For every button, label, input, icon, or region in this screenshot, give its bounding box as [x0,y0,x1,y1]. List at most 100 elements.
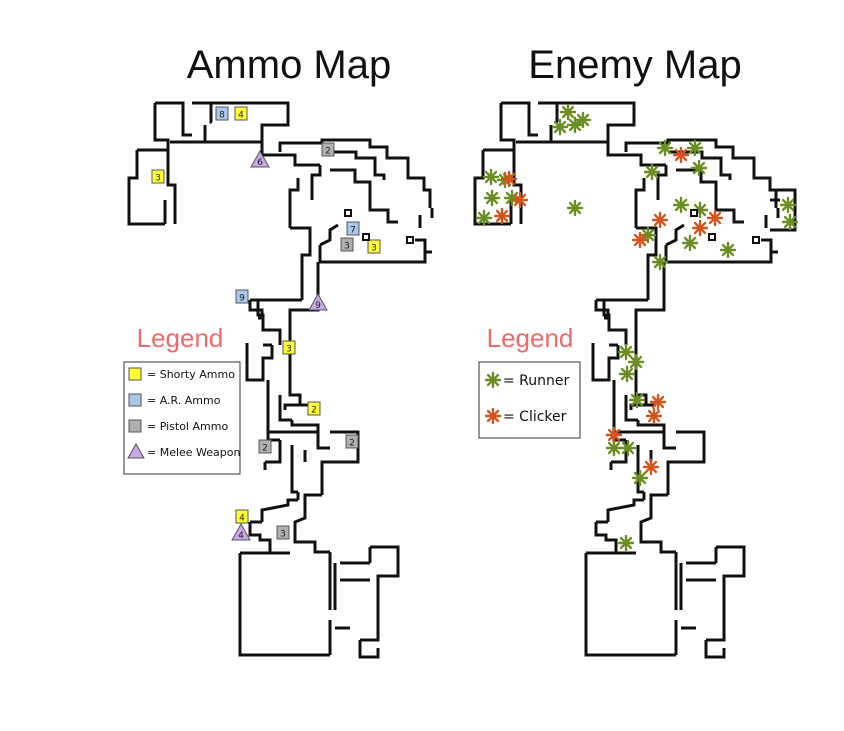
runner-marker [628,391,646,409]
runner-marker [618,365,636,383]
ammo-legend-entry: = Shorty Ammo [128,367,235,381]
runner-marker [559,103,577,121]
shorty-ammo-marker: 4 [235,509,249,524]
runner-marker [627,353,645,371]
ammo-legend-box [123,361,241,475]
svg-text:9: 9 [315,301,321,311]
runner-marker [779,196,797,214]
ammo-legend-label: = Shorty Ammo [147,368,235,381]
shorty-ammo-marker: 4 [234,106,248,121]
runner-marker [672,196,690,214]
ammo-square-icon [128,419,142,433]
clicker-marker [706,209,724,227]
pistol-ammo-marker: 3 [340,237,354,252]
runner-marker [631,469,649,487]
runner-marker [483,189,501,207]
svg-text:3: 3 [344,242,350,252]
svg-text:6: 6 [257,158,263,168]
enemy-floorplan-walls [473,101,780,659]
melee-ammo-marker: 9 [308,292,328,311]
svg-text:2: 2 [349,439,355,449]
runner-marker [566,116,584,134]
svg-text:4: 4 [238,111,244,121]
runner-icon [484,371,502,389]
door-marker [406,236,414,244]
runner-marker [482,168,500,186]
svg-text:3: 3 [155,174,161,184]
shorty-ammo-marker: 3 [282,340,296,355]
pistol-ammo-marker: 2 [321,142,335,157]
clicker-marker [672,146,690,164]
melee-ammo-marker: 4 [231,522,251,541]
clicker-marker [642,458,660,476]
runner-marker [551,118,569,136]
enemy-legend-entry: = Clicker [484,407,567,425]
runner-marker [719,241,737,259]
runner-marker [651,253,669,271]
svg-text:3: 3 [371,244,377,254]
pistol-ammo-marker: 2 [345,434,359,449]
door-marker [708,233,716,241]
runner-marker [681,234,699,252]
melee-weapon-icon [127,442,145,459]
ammo-square-icon [128,367,142,381]
clicker-marker [645,407,663,425]
svg-text:2: 2 [311,406,317,416]
shorty-ammo-marker: 3 [151,169,165,184]
enemy-legend-box [478,361,581,439]
pistol-ammo-marker: 3 [276,525,290,540]
ammo-legend-title: Legend [137,323,224,353]
runner-marker [617,343,635,361]
ar-ammo-marker: 9 [235,289,249,304]
door-marker [690,209,698,217]
shorty-ammo-marker: 2 [307,401,321,416]
svg-text:2: 2 [325,147,331,157]
ar-ammo-marker: 8 [215,106,229,121]
enemy-legend-entry: = Runner [484,371,570,389]
svg-text:4: 4 [239,514,245,524]
runner-marker [643,163,661,181]
clicker-marker [493,207,511,225]
clicker-marker [691,219,709,237]
clicker-marker [605,426,623,444]
enemy-legend-title: Legend [487,323,574,353]
runner-marker [690,159,708,177]
runner-marker [656,139,674,157]
runner-marker [686,139,704,157]
svg-text:7: 7 [350,226,356,236]
enemy-map-title: Enemy Map [528,43,741,87]
ammo-map-title: Ammo Map [187,43,392,87]
ammo-square-icon [128,393,142,407]
enemy-legend-label: = Clicker [503,409,567,425]
clicker-marker [649,393,667,411]
runner-marker [475,209,493,227]
runner-marker [781,213,799,231]
runner-marker [566,199,584,217]
door-marker [362,233,370,241]
ammo-legend-entry: = Pistol Ammo [128,419,228,433]
svg-text:3: 3 [280,530,286,540]
runner-marker [605,439,623,457]
enemy-markers [475,103,799,552]
ammo-legend-entry: = A.R. Ammo [128,393,221,407]
ar-ammo-marker: 7 [346,221,360,236]
door-marker [752,236,760,244]
runner-marker [574,111,592,129]
svg-text:2: 2 [262,444,268,454]
ammo-legend-label: = A.R. Ammo [147,394,221,407]
runner-marker [617,534,635,552]
clicker-marker [511,191,529,209]
clicker-marker [631,231,649,249]
ammo-legend-entry: = Melee Weapon [127,442,241,459]
melee-ammo-marker: 6 [250,149,270,168]
runner-marker [619,439,637,457]
enemy-map-floorplan [473,101,797,659]
svg-text:8: 8 [219,111,225,121]
svg-text:3: 3 [286,345,292,355]
ammo-legend-label: = Pistol Ammo [147,420,228,433]
clicker-marker [500,170,518,188]
svg-text:4: 4 [238,531,244,541]
ammo-legend-label: = Melee Weapon [147,446,241,459]
enemy-legend-label: = Runner [503,373,570,389]
